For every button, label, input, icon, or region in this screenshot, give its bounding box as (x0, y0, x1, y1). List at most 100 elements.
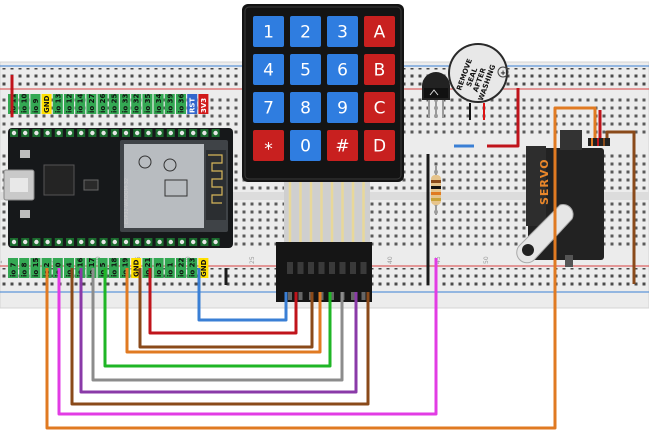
keypad-key-0[interactable]: 0 (290, 130, 321, 161)
pin-label: GND (43, 95, 51, 113)
keypad-key-2[interactable]: 2 (290, 16, 321, 47)
wire-pink-resistor (57, 258, 438, 416)
buzzer: + REMOVE SEAL AFTER WASHING (448, 43, 509, 120)
esp32-header-hole (90, 239, 95, 245)
esp32-pin-io21: io 21 (142, 257, 153, 278)
pin-label: io 23 (189, 257, 197, 277)
keypad-key-3[interactable]: 3 (327, 16, 358, 47)
pin-label: io 7 (10, 262, 18, 277)
pin-label: GND (200, 259, 208, 277)
wire-gray-keypad (91, 268, 344, 382)
esp32-pin-gnd: GND (198, 258, 209, 278)
keypad-key-8[interactable]: 8 (290, 92, 321, 123)
header-pin (339, 262, 346, 274)
wire-brown-servo (605, 130, 636, 284)
keypad-key-1[interactable]: 1 (253, 16, 284, 47)
esp32-header-hole (11, 130, 17, 136)
keypad-key-label: 9 (337, 99, 348, 119)
esp32-pin-io22: io 22 (176, 257, 186, 278)
keypad-key-5[interactable]: 5 (290, 54, 321, 85)
keypad-key-label: B (374, 61, 386, 81)
pin-label: io 33 (122, 93, 130, 113)
pin-label: io 18 (110, 257, 118, 277)
esp32-pin-io3: io 3 (153, 258, 164, 278)
esp32-pin-io26: io 26 (97, 93, 108, 114)
pin-label: io 9 (32, 98, 40, 113)
keypad-key-label: 5 (300, 61, 311, 81)
header-pin-leg (288, 292, 292, 300)
pin-label: RST (189, 98, 197, 113)
esp32-header-hole (23, 130, 28, 136)
esp32-pin-io39: io 39 (164, 93, 175, 114)
pin-label: 3V3 (200, 98, 208, 113)
esp32-pin-io8: io 8 (19, 258, 30, 278)
pin-label: io 25 (110, 93, 118, 113)
esp32-header-hole (135, 130, 140, 136)
keypad-key-6[interactable]: 6 (327, 54, 358, 85)
esp32-header-hole (168, 239, 173, 245)
pin-label: io 27 (88, 93, 96, 113)
esp32-header-hole (179, 239, 185, 245)
esp32-header-hole (213, 239, 218, 245)
keypad-key-star[interactable]: * (253, 130, 284, 161)
pin-label: io 16 (77, 257, 85, 277)
pin-label: io 19 (122, 257, 130, 277)
keypad-key-A[interactable]: A (364, 16, 395, 47)
esp32-pin-io32: io 32 (131, 93, 142, 114)
esp32-header-hole (123, 239, 129, 245)
esp32-header-hole (79, 130, 84, 136)
keypad-key-label: 2 (300, 23, 311, 43)
keypad-key-D[interactable]: D (364, 130, 395, 161)
esp32-pin-io9: io 9 (30, 94, 41, 114)
pin-label: io 3 (155, 262, 163, 277)
transistor (422, 72, 450, 118)
pin-label: io 5 (99, 262, 107, 277)
esp32-header-hole (90, 130, 95, 136)
wire-red-keypad (148, 268, 298, 335)
esp32-header-hole (112, 130, 118, 136)
esp32-header-hole (11, 239, 17, 245)
header-pin (308, 262, 314, 274)
keypad-key-label: 0 (300, 137, 311, 157)
keypad-key-label: 7 (263, 99, 274, 119)
esp32-pin-gnd: GND (131, 258, 142, 278)
keypad-key-label: 6 (337, 61, 348, 81)
esp32-header-hole (135, 239, 140, 245)
esp32-pin-io14: io 14 (75, 93, 86, 114)
keypad-key-label: A (374, 23, 386, 43)
keypad-key-7[interactable]: 7 (253, 92, 284, 123)
esp32-pin-io1: io 1 (164, 258, 175, 278)
header-pin-leg (330, 292, 334, 300)
keypad-key-9[interactable]: 9 (327, 92, 358, 123)
esp32-pin-io18: io 18 (108, 257, 119, 278)
esp32-pin-io23: io 23 (187, 257, 198, 278)
esp32-pin-io35: io 35 (142, 93, 153, 114)
wire-blue-keypad (197, 268, 288, 322)
pin-label: io 32 (133, 93, 141, 113)
esp32-header-hole (202, 239, 207, 245)
module-text: ESP32-WROOM-32 (124, 178, 130, 224)
breadboard-col-number: 1 (0, 260, 4, 264)
breadboard-col-number: 50 (483, 256, 490, 264)
esp32-header-hole (34, 130, 39, 136)
keypad-key-C[interactable]: C (364, 92, 395, 123)
esp32-header-hole (101, 130, 106, 136)
pin-label: io 4 (66, 262, 74, 277)
pin-label: io 1 (166, 262, 174, 277)
pin-label: io 34 (155, 93, 163, 113)
esp32-header-hole (168, 130, 173, 136)
keypad-key-B[interactable]: B (364, 54, 395, 85)
keypad-key-4[interactable]: 4 (253, 54, 284, 85)
pin-label: io 15 (32, 257, 40, 277)
header-pin-leg (298, 292, 303, 300)
pin-label: io 26 (99, 93, 107, 113)
pin-label: io 17 (88, 257, 96, 277)
pin-label: io 22 (178, 257, 186, 277)
esp32-pin-io10: io 10 (19, 93, 30, 114)
esp32-header-hole (34, 239, 39, 245)
esp32-header-hole (45, 130, 50, 136)
esp32-header-hole (23, 239, 28, 245)
keypad-key-hash[interactable]: # (327, 130, 358, 161)
keypad-key-label: # (335, 137, 349, 157)
